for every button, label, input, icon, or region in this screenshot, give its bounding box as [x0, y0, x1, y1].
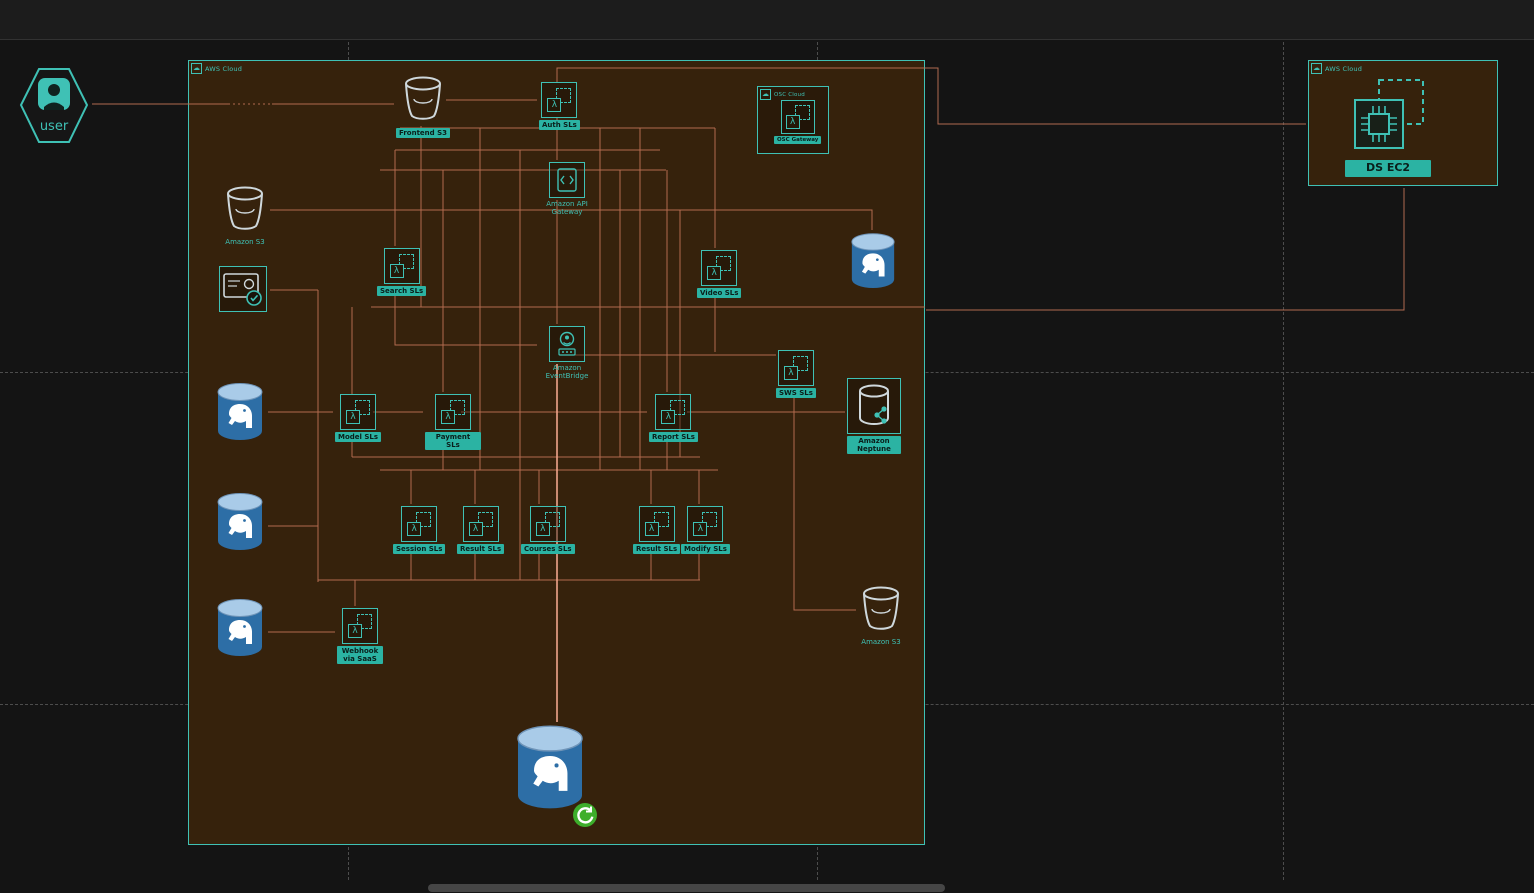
api-gateway-icon	[549, 162, 585, 198]
node-postgresql-left-1[interactable]	[214, 382, 266, 448]
node-result2-sls[interactable]: λ Result SLs	[633, 506, 681, 555]
node-result-sls[interactable]: λ Result SLs	[457, 506, 505, 555]
node-label: Frontend S3	[396, 128, 451, 139]
lambda-icon: λ	[383, 248, 420, 284]
node-label: Modify SLs	[681, 544, 730, 555]
node-sws-sls[interactable]: λ SWS SLs	[776, 350, 816, 399]
node-courses-sls[interactable]: λ Courses SLs	[521, 506, 575, 555]
s3-bucket-icon	[405, 76, 441, 120]
node-neptune[interactable]: Amazon Neptune	[847, 378, 901, 455]
node-label: Webhook via SaaS	[337, 646, 383, 665]
lambda-icon: λ	[462, 506, 499, 542]
node-label: Result SLs	[633, 544, 681, 555]
eventbridge-icon	[549, 326, 585, 362]
node-session-sls[interactable]: λ Session SLs	[393, 506, 446, 555]
lambda-icon: λ	[701, 250, 738, 286]
horizontal-scrollbar-thumb[interactable]	[428, 884, 945, 892]
node-label: Video SLs	[697, 288, 742, 299]
node-osc-gateway[interactable]: λ OSC Gateway	[774, 100, 822, 145]
node-label: OSC Gateway	[774, 136, 822, 145]
container-label: AWS Cloud	[205, 64, 243, 73]
lambda-icon: λ	[342, 608, 378, 644]
lambda-icon: λ	[777, 350, 814, 386]
postgresql-icon	[851, 233, 895, 289]
node-api-gateway[interactable]: Amazon API Gateway	[539, 162, 595, 216]
node-label: Session SLs	[393, 544, 446, 555]
toolbar	[0, 0, 1534, 40]
user-label: user	[40, 119, 69, 134]
container-label: AWS Cloud	[1325, 64, 1363, 73]
id-card-icon	[219, 266, 267, 312]
node-label: Amazon S3	[225, 238, 265, 246]
postgresql-icon	[217, 599, 263, 656]
s3-bucket-icon	[863, 586, 899, 630]
node-auth-sls[interactable]: λ Auth SLs	[539, 82, 580, 131]
lambda-icon: λ	[340, 394, 377, 430]
cloud-icon: ☁	[760, 89, 771, 100]
node-model-sls[interactable]: λ Model SLs	[335, 394, 382, 443]
node-postgresql-left-2[interactable]	[214, 492, 266, 558]
node-label: Amazon Neptune	[847, 436, 901, 455]
node-user[interactable]: user	[16, 66, 92, 146]
lambda-icon: λ	[529, 506, 566, 542]
node-label: Payment SLs	[425, 432, 481, 451]
lambda-icon: λ	[687, 506, 724, 542]
node-label: Amazon S3	[861, 638, 901, 646]
lambda-icon: λ	[655, 394, 692, 430]
node-modify-sls[interactable]: λ Modify SLs	[681, 506, 730, 555]
postgresql-icon	[517, 725, 583, 809]
node-label: Auth SLs	[539, 120, 580, 131]
node-label: Search SLs	[377, 286, 427, 297]
node-report-sls[interactable]: λ Report SLs	[649, 394, 698, 443]
node-frontend-s3[interactable]: Frontend S3	[396, 74, 451, 139]
lambda-icon: λ	[638, 506, 675, 542]
node-amazon-s3-lower[interactable]: Amazon S3	[858, 584, 904, 646]
container-header: ☁ AWS Cloud	[1311, 63, 1362, 74]
node-eventbridge[interactable]: Amazon EventBridge	[539, 326, 595, 380]
container-label: OSC Cloud	[774, 91, 805, 98]
node-postgresql-left-3[interactable]	[214, 598, 266, 664]
node-label: Courses SLs	[521, 544, 575, 555]
neptune-icon	[847, 378, 901, 434]
lambda-icon: λ	[401, 506, 438, 542]
page-guide-vertical-3	[1283, 42, 1284, 880]
node-label: Report SLs	[649, 432, 698, 443]
node-label: Model SLs	[335, 432, 382, 443]
node-video-sls[interactable]: λ Video SLs	[697, 250, 742, 299]
node-label: DS EC2	[1345, 160, 1431, 177]
node-verified-id[interactable]	[219, 266, 267, 312]
container-header: ☁ OSC Cloud	[760, 89, 805, 100]
node-amazon-s3-upper[interactable]: Amazon S3	[222, 184, 268, 246]
lambda-icon: λ	[435, 394, 471, 430]
node-postgresql-main[interactable]	[512, 724, 597, 827]
node-ds-ec2[interactable]: DS EC2	[1345, 74, 1431, 177]
postgresql-icon	[217, 383, 263, 440]
node-label: SWS SLs	[776, 388, 816, 399]
node-label: Amazon API Gateway	[546, 200, 588, 217]
ec2-chip-icon	[1354, 79, 1424, 149]
node-label: Result SLs	[457, 544, 505, 555]
aws-cloud-icon: ☁	[1311, 63, 1322, 74]
lambda-icon: λ	[541, 82, 578, 118]
node-label: Amazon EventBridge	[545, 364, 589, 381]
lambda-icon: λ	[780, 100, 815, 134]
node-postgresql-top-right[interactable]	[848, 232, 898, 296]
container-header: ☁ AWS Cloud	[191, 63, 242, 74]
postgresql-icon	[217, 493, 263, 550]
replication-badge-icon	[573, 803, 597, 827]
user-hexagon-icon: user	[19, 68, 89, 143]
node-webhook-sls[interactable]: λ Webhook via SaaS	[337, 608, 383, 665]
s3-bucket-icon	[227, 186, 263, 230]
aws-cloud-icon: ☁	[191, 63, 202, 74]
node-payment-sls[interactable]: λ Payment SLs	[425, 394, 481, 451]
node-search-sls[interactable]: λ Search SLs	[377, 248, 427, 297]
